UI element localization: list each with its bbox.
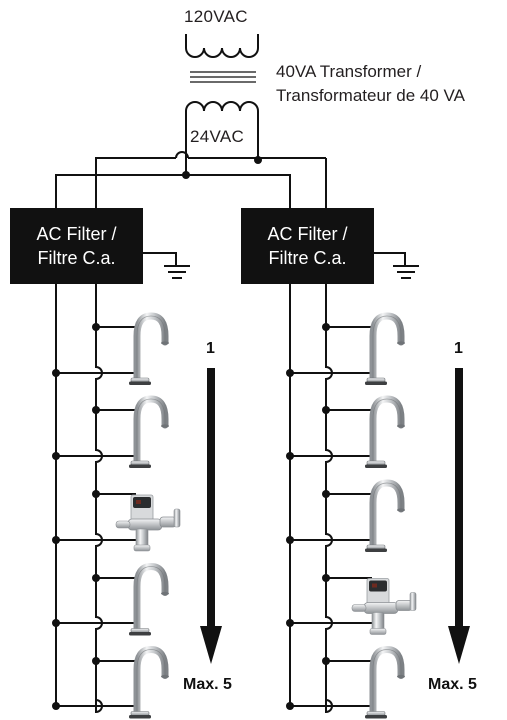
junction-dot [52,369,60,377]
ground-symbols [143,252,419,279]
junction-dot [92,323,100,331]
faucet-icon [365,399,405,468]
junction-dot [52,702,60,710]
bus-wire-b [325,284,333,714]
chain-left-start-label: 1 [206,340,215,357]
supply-wiring [55,117,327,210]
faucet-icon [129,399,169,468]
junction-dot [52,619,60,627]
device-chain-left [52,284,181,719]
junction-dot [322,406,330,414]
ac-filter-right-line1: AC Filter / [267,224,348,244]
faucet-icon [129,650,169,719]
transformer-label-line2: Transformateur de 40 VA [276,86,465,105]
device-chain-right [286,284,417,719]
supply-junctions [182,156,262,179]
junction-dot [286,619,294,627]
junction-dot [322,574,330,582]
junction-dot [92,490,100,498]
transformer-label: 40VA Transformer / Transformateur de 40 … [276,60,465,108]
junction-dot [286,369,294,377]
ac-filter-left-line2: Filtre C.a. [37,248,116,268]
junction-dot [52,452,60,460]
junction-dot [322,657,330,665]
bus-wire-b [95,284,103,714]
junction-dot [92,574,100,582]
faucet-icon [129,567,169,636]
faucet-icon [365,483,405,552]
ac-filter-left-line1: AC Filter / [36,224,117,244]
junction-dot [52,536,60,544]
junction-dot [322,490,330,498]
chain-right-start-label: 1 [454,340,463,357]
flushometer-icon [115,494,181,552]
junction-dot [286,452,294,460]
junction-dot [92,657,100,665]
ac-filter-right: AC Filter / Filtre C.a. [241,208,374,284]
junction-dot [286,536,294,544]
ac-filter-right-line2: Filtre C.a. [268,248,347,268]
junction-dot [286,702,294,710]
secondary-voltage-label: 24VAC [190,127,245,146]
faucet-icon [365,650,405,719]
faucet-icon [129,316,169,385]
chain-right-max-label: Max. 5 [428,676,477,693]
faucet-icon [365,316,405,385]
chain-left-max-label: Max. 5 [183,676,232,693]
primary-voltage-label: 120VAC [184,7,248,26]
junction-dot [322,323,330,331]
transformer-label-line1: 40VA Transformer / [276,62,422,81]
junction-dot [92,406,100,414]
transformer [185,34,259,117]
count-arrows [200,368,470,664]
ac-filter-left: AC Filter / Filtre C.a. [10,208,143,284]
flushometer-icon [351,578,417,635]
